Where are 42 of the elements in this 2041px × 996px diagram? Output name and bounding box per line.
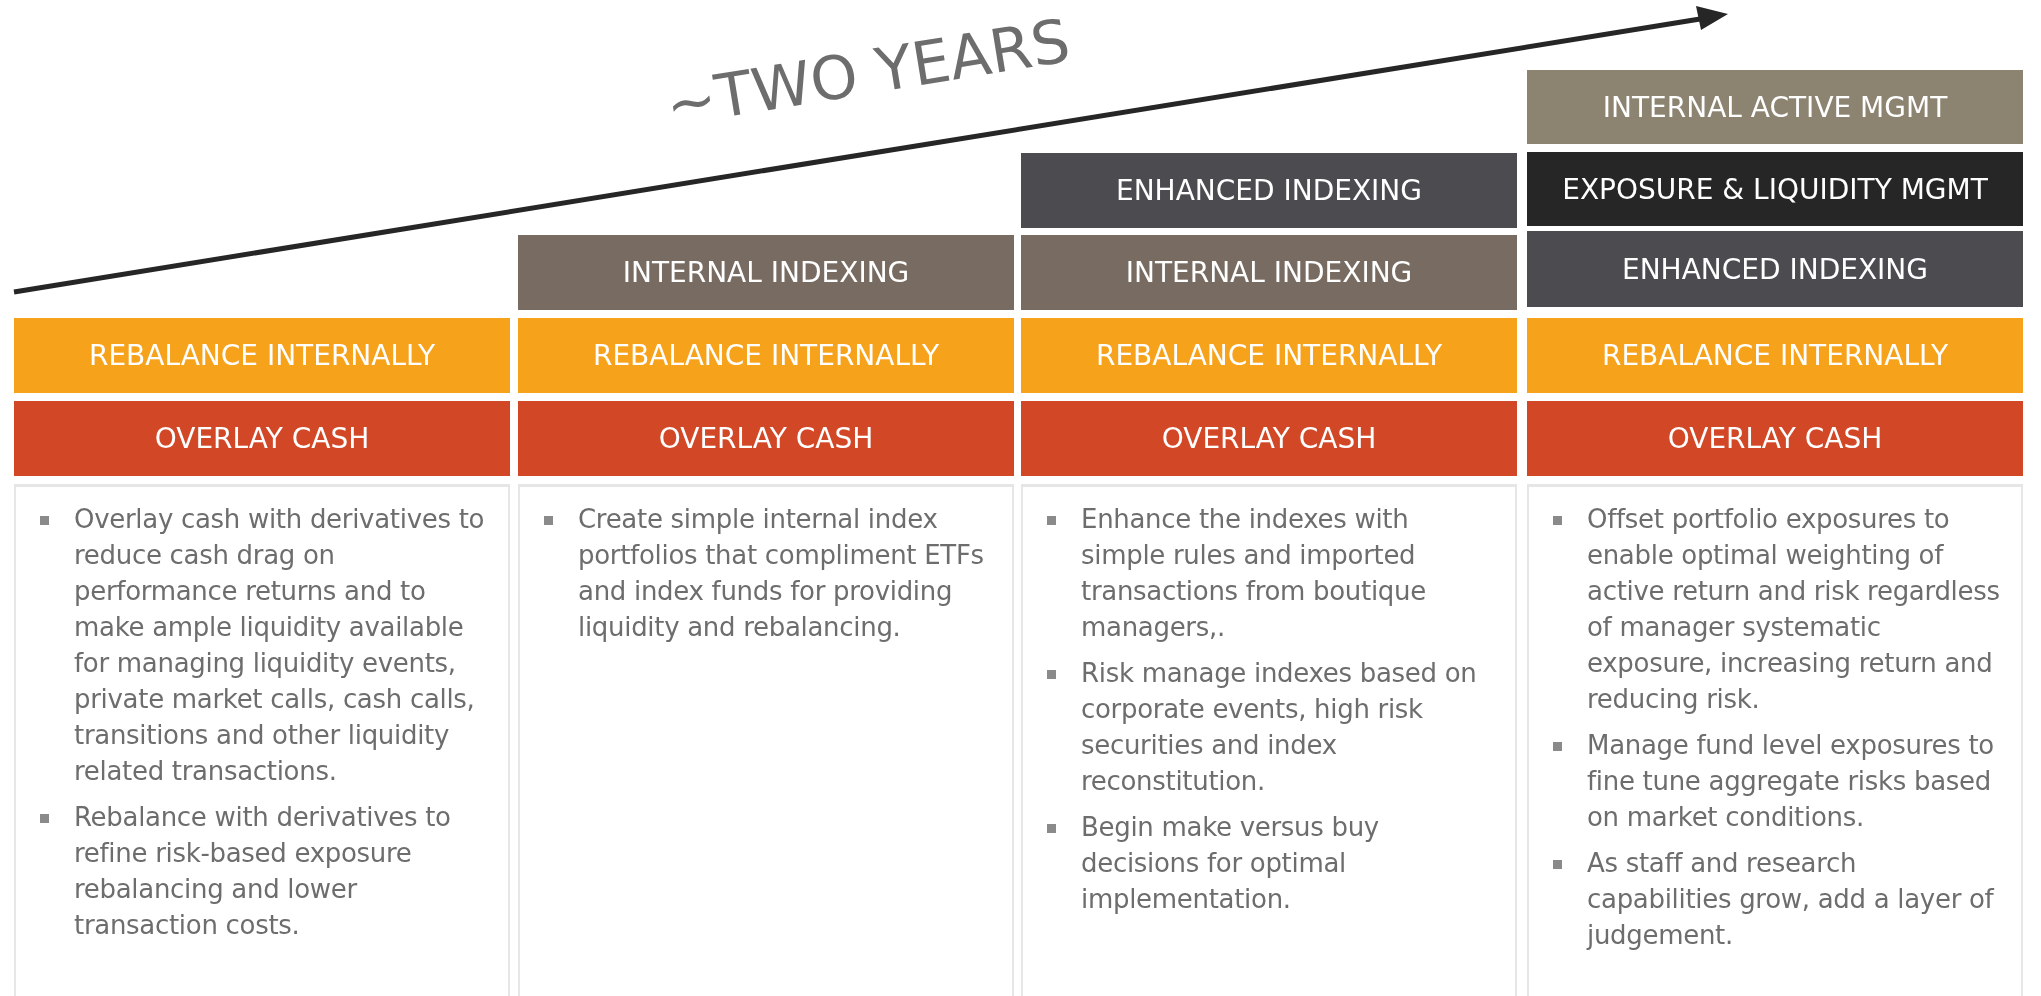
block-label: INTERNAL ACTIVE MGMT	[1602, 90, 1948, 124]
bullet-text: Manage fund level exposures to fine tune aggregate risks based on market conditions.	[1587, 730, 1994, 832]
block-label: REBALANCE INTERNALLY	[88, 339, 436, 372]
block-label: REBALANCE INTERNALLY	[592, 339, 940, 372]
stage-block	[1527, 318, 2023, 393]
stage-block	[518, 401, 1014, 476]
stage-block	[518, 318, 1014, 393]
description-panel	[1021, 484, 1517, 996]
block-label: REBALANCE INTERNALLY	[1095, 339, 1443, 372]
stage-block	[1021, 153, 1517, 228]
stage-block	[1021, 235, 1517, 310]
stage-block	[1527, 70, 2023, 144]
bullet-text: Rebalance with derivatives to refine risk-based exposure rebalancing and lower transaction costs.	[74, 802, 451, 940]
bullet-text: Enhance the indexes with simple rules and imported transactions from boutique managers,.	[1081, 504, 1426, 642]
block-label: OVERLAY CASH	[658, 422, 874, 455]
stage-block	[1021, 401, 1517, 476]
description-panel	[14, 484, 510, 996]
description-panel	[1527, 484, 2023, 996]
bullet-text: As staff and research capabilities grow, add a layer of judgement.	[1587, 848, 1994, 950]
block-label: INTERNAL INDEXING	[622, 256, 910, 289]
stage-block	[14, 401, 510, 476]
stage-block	[1021, 318, 1517, 393]
stage-block	[1527, 231, 2023, 307]
block-label: INTERNAL INDEXING	[1125, 256, 1413, 289]
stage-block	[1527, 152, 2023, 226]
block-label: ENHANCED INDEXING	[1116, 174, 1422, 207]
description-panel	[518, 484, 1014, 996]
stage-block	[518, 235, 1014, 310]
block-label: ENHANCED INDEXING	[1622, 252, 1928, 286]
block-label: OVERLAY CASH	[1161, 422, 1377, 455]
timeline-label: ~TWO YEARS	[660, 5, 1075, 140]
stage-block	[1527, 401, 2023, 476]
bullet-text: Create simple internal index portfolios that compliment ETFs and index funds for providing liquidity and rebalancing.	[578, 504, 984, 642]
bullet-text: Offset portfolio exposures to enable optimal weighting of active return and risk regardless of manager systematic exposure, increasing return and reducing risk.	[1587, 504, 2000, 714]
stage-block	[14, 318, 510, 393]
bullet-text: Risk manage indexes based on corporate events, high risk securities and index reconstitution.	[1081, 658, 1477, 796]
bullet-text: Begin make versus buy decisions for optimal implementation.	[1081, 812, 1379, 914]
block-label: EXPOSURE & LIQUIDITY MGMT	[1562, 172, 1988, 206]
block-label: OVERLAY CASH	[154, 422, 370, 455]
block-label: REBALANCE INTERNALLY	[1601, 339, 1949, 372]
block-label: OVERLAY CASH	[1667, 422, 1883, 455]
bullet-text: Overlay cash with derivatives to reduce cash drag on performance returns and to make ample liquidity available for managing liquidity events, private market calls, cash calls, transitions and other liquidity related transactions.	[74, 504, 485, 786]
